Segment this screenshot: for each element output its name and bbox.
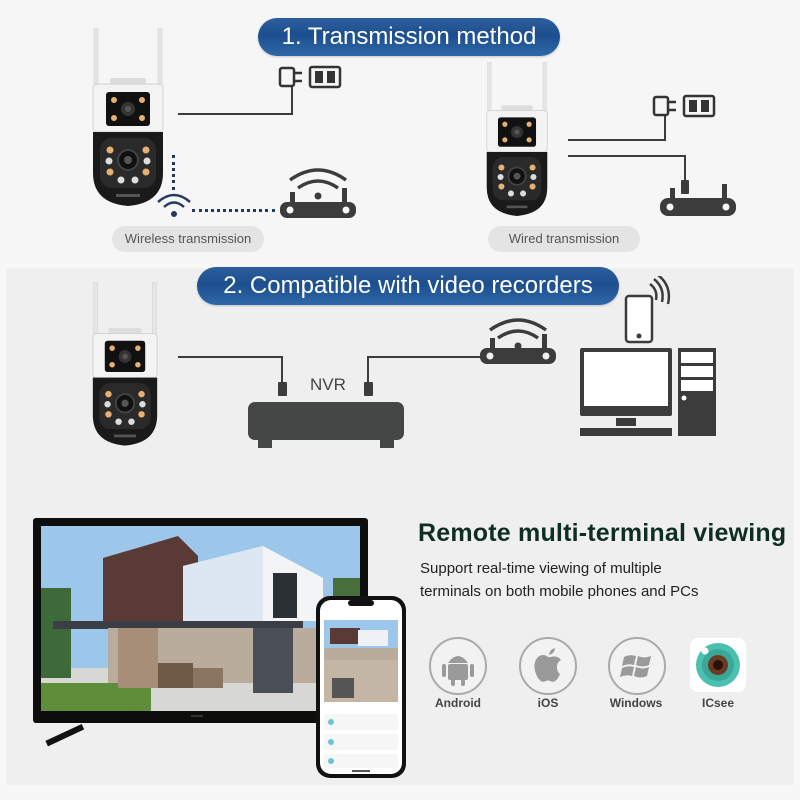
wired-transmission-label: Wired transmission — [488, 226, 640, 252]
camera-nvr — [92, 282, 158, 446]
smartphone-app-view — [316, 596, 406, 778]
power-cable — [178, 113, 293, 115]
power-cable-wired — [568, 139, 666, 141]
ethernet-plug-icon — [364, 382, 373, 396]
wireless-dotted-link — [172, 155, 175, 190]
wifi-signal-icon — [157, 193, 191, 217]
ethernet-plug-icon — [278, 382, 287, 396]
nvr-to-router-cable — [367, 356, 485, 358]
remote-viewing-headline: Remote multi-terminal viewing — [418, 519, 787, 547]
camera-wireless — [92, 28, 164, 206]
video-recorders-title: 2. Compatible with video recorders — [197, 267, 619, 305]
ethernet-cable — [568, 155, 686, 157]
icsee-app-icon — [690, 638, 746, 692]
router-icon — [280, 168, 356, 218]
camera-to-nvr-cable-vertical — [281, 356, 283, 384]
nvr-label: NVR — [310, 375, 346, 394]
tv-monitor-live-view — [33, 518, 368, 747]
pc-and-phone-icon — [580, 276, 716, 436]
router-icon — [480, 318, 556, 364]
power-cable-vertical — [291, 85, 293, 115]
nvr-device-icon — [248, 402, 404, 448]
windows-icon — [608, 637, 666, 695]
router-icon — [660, 184, 736, 216]
transmission-method-title: 1. Transmission method — [258, 18, 560, 56]
power-adapter-icon — [278, 65, 342, 89]
platform-label-ios: iOS — [537, 696, 559, 710]
camera-to-nvr-cable — [178, 356, 282, 358]
ethernet-cable-vertical — [684, 155, 686, 183]
android-icon — [429, 637, 487, 695]
nvr-to-router-cable-vertical — [367, 356, 369, 384]
platform-label-android: Android — [435, 696, 481, 710]
wireless-dotted-link-horizontal — [192, 209, 275, 212]
remote-viewing-subtext-line1: Support real-time viewing of multiple — [420, 560, 662, 577]
wireless-transmission-label: Wireless transmission — [112, 226, 264, 252]
ethernet-plug-icon — [681, 180, 689, 194]
camera-wired — [486, 62, 548, 216]
platform-label-icsee: ICsee — [701, 696, 735, 710]
platform-label-windows: Windows — [609, 696, 663, 710]
remote-viewing-subtext-line2: terminals on both mobile phones and PCs — [420, 583, 699, 600]
power-cable-wired-vertical — [664, 114, 666, 141]
power-adapter-icon — [652, 94, 716, 118]
apple-icon — [519, 637, 577, 695]
